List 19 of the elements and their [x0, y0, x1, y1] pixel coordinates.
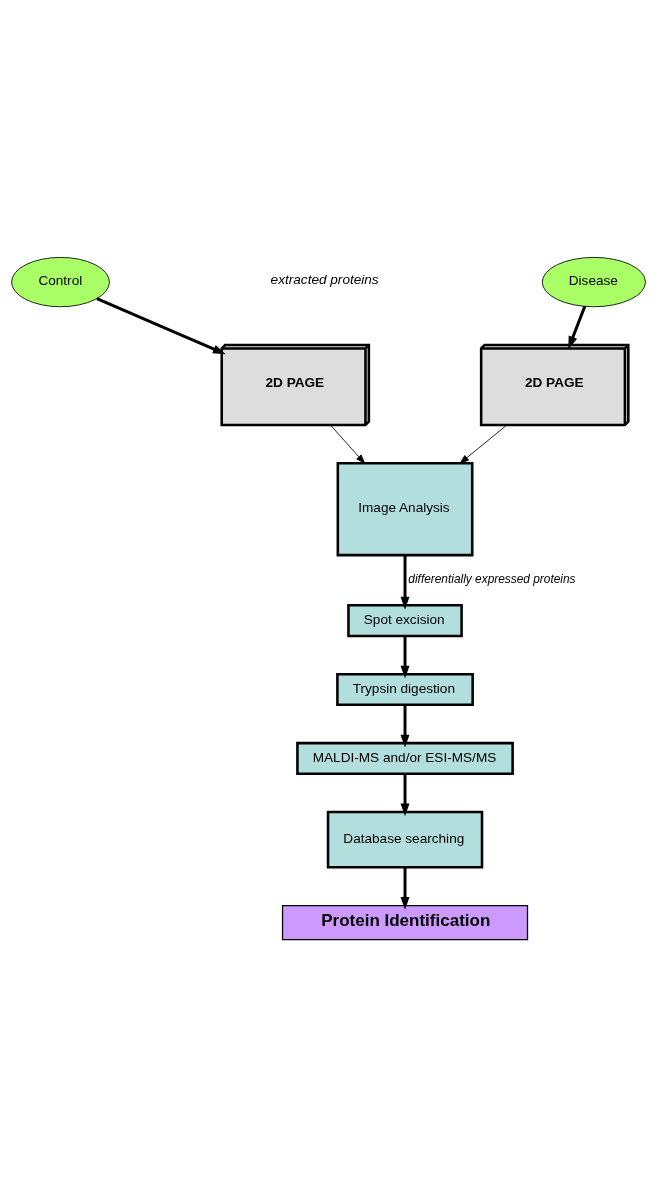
label: extracted proteins [270, 272, 379, 288]
arrow [330, 424, 366, 464]
arrow [400, 704, 410, 748]
node-box: Trypsin digestion [336, 672, 474, 707]
arrow [400, 555, 410, 610]
node-box: Database searching [326, 810, 484, 869]
edge-label: differentially expressed proteins [408, 571, 576, 586]
arrow [96, 297, 226, 355]
node-box: Spot excision [347, 604, 463, 638]
node-ellipse: Control [11, 256, 110, 308]
node-box: Protein Identification [281, 904, 529, 941]
arrow [568, 305, 587, 350]
node-box: Image Analysis [336, 461, 474, 557]
node-box: MALDI-MS and/or ESI-MS/MS [296, 741, 514, 775]
arrow [459, 424, 507, 464]
arrow [400, 773, 410, 817]
node-ellipse: Disease [541, 256, 646, 308]
arrow [400, 867, 410, 910]
arrow [400, 636, 410, 679]
